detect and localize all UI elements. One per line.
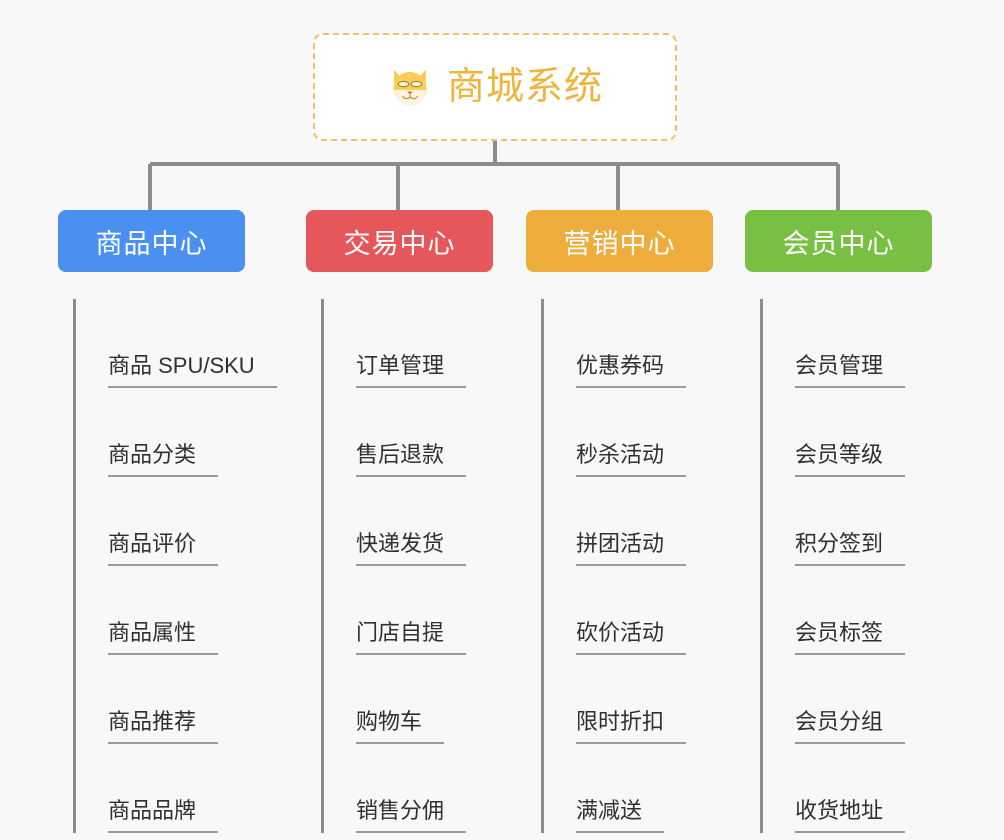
branch-item-label: 购物车 [356,709,445,744]
branch-item[interactable]: 商品评价 [76,477,277,566]
shiba-dog-icon [393,69,427,106]
branch-header-会员中心[interactable]: 会员中心 [745,210,932,272]
branch-item-label: 限时折扣 [576,709,687,744]
branch-item[interactable]: 拼团活动 [544,477,713,566]
branch-item-label: 会员管理 [795,353,906,388]
branch-item[interactable]: 秒杀活动 [544,388,713,477]
branch-item-label: 商品推荐 [108,709,219,744]
branch-item-label: 商品属性 [108,620,219,655]
branch-header-label: 营销中心 [563,228,676,259]
branch-item[interactable]: 快递发货 [324,477,493,566]
branch-item-label: 会员等级 [795,442,906,477]
branch-item[interactable]: 销售分佣 [324,744,493,833]
branch-item[interactable]: 限时折扣 [544,655,713,744]
branch-item-list-商品中心: 商品 SPU/SKU 商品分类 商品评价 商品属性 商品推荐 商品品牌 [73,299,277,833]
branch-item-list-营销中心: 优惠券码 秒杀活动 拼团活动 砍价活动 限时折扣 满减送 [541,299,713,833]
branch-item-label: 满减送 [576,798,665,833]
branch-item-label: 砍价活动 [576,620,687,655]
branch-header-label: 交易中心 [343,228,456,259]
branch-header-营销中心[interactable]: 营销中心 [526,210,713,272]
branch-item-label: 收货地址 [795,798,906,833]
branch-item[interactable]: 会员管理 [763,299,932,388]
branch-item-label: 商品 SPU/SKU [108,353,277,388]
branch-item-label: 秒杀活动 [576,442,687,477]
branch-item-label: 商品评价 [108,531,219,566]
branch-item[interactable]: 商品 SPU/SKU [76,299,277,388]
branch-header-交易中心[interactable]: 交易中心 [306,210,493,272]
branch-item[interactable]: 会员标签 [763,566,932,655]
branch-item-list-会员中心: 会员管理 会员等级 积分签到 会员标签 会员分组 收货地址 [760,299,932,833]
branch-item[interactable]: 商品推荐 [76,655,277,744]
branch-column-会员中心: 会员中心 会员管理 会员等级 积分签到 会员标签 会员分组 [745,210,932,833]
root-title: 商城系统 [446,66,603,108]
branch-item[interactable]: 收货地址 [763,744,932,833]
branch-item-label: 销售分佣 [356,798,467,833]
branch-item[interactable]: 商品分类 [76,388,277,477]
branch-item[interactable]: 优惠券码 [544,299,713,388]
branch-column-营销中心: 营销中心 优惠券码 秒杀活动 拼团活动 砍价活动 限时折扣 [526,210,713,833]
branch-header-label: 会员中心 [782,228,895,259]
branch-item-list-交易中心: 订单管理 售后退款 快递发货 门店自提 购物车 销售分佣 [321,299,493,833]
branch-item[interactable]: 满减送 [544,744,713,833]
branch-item-label: 优惠券码 [576,353,687,388]
branch-item-label: 会员分组 [795,709,906,744]
branch-column-商品中心: 商品中心 商品 SPU/SKU 商品分类 商品评价 商品属性 商品推荐 [58,210,277,833]
branch-item-label: 订单管理 [356,353,467,388]
branch-item-label: 商品分类 [108,442,219,477]
branch-item[interactable]: 购物车 [324,655,493,744]
branch-column-交易中心: 交易中心 订单管理 售后退款 快递发货 门店自提 购物车 [306,210,493,833]
branch-item[interactable]: 商品属性 [76,566,277,655]
branch-header-商品中心[interactable]: 商品中心 [58,210,245,272]
root-node-商城系统[interactable]: 商城系统 [313,33,677,141]
branch-item-label: 会员标签 [795,620,906,655]
branch-item[interactable]: 商品品牌 [76,744,277,833]
branch-item[interactable]: 砍价活动 [544,566,713,655]
branch-item-label: 售后退款 [356,442,467,477]
branch-item[interactable]: 积分签到 [763,477,932,566]
branch-item[interactable]: 会员等级 [763,388,932,477]
branch-header-label: 商品中心 [95,228,208,259]
branch-item-label: 门店自提 [356,620,467,655]
branch-item[interactable]: 会员分组 [763,655,932,744]
branch-item-label: 商品品牌 [108,798,219,833]
branch-item[interactable]: 门店自提 [324,566,493,655]
branch-item-label: 拼团活动 [576,531,687,566]
branch-item-label: 快递发货 [356,531,467,566]
branch-item[interactable]: 售后退款 [324,388,493,477]
branch-item-label: 积分签到 [795,531,906,566]
branch-item[interactable]: 订单管理 [324,299,493,388]
